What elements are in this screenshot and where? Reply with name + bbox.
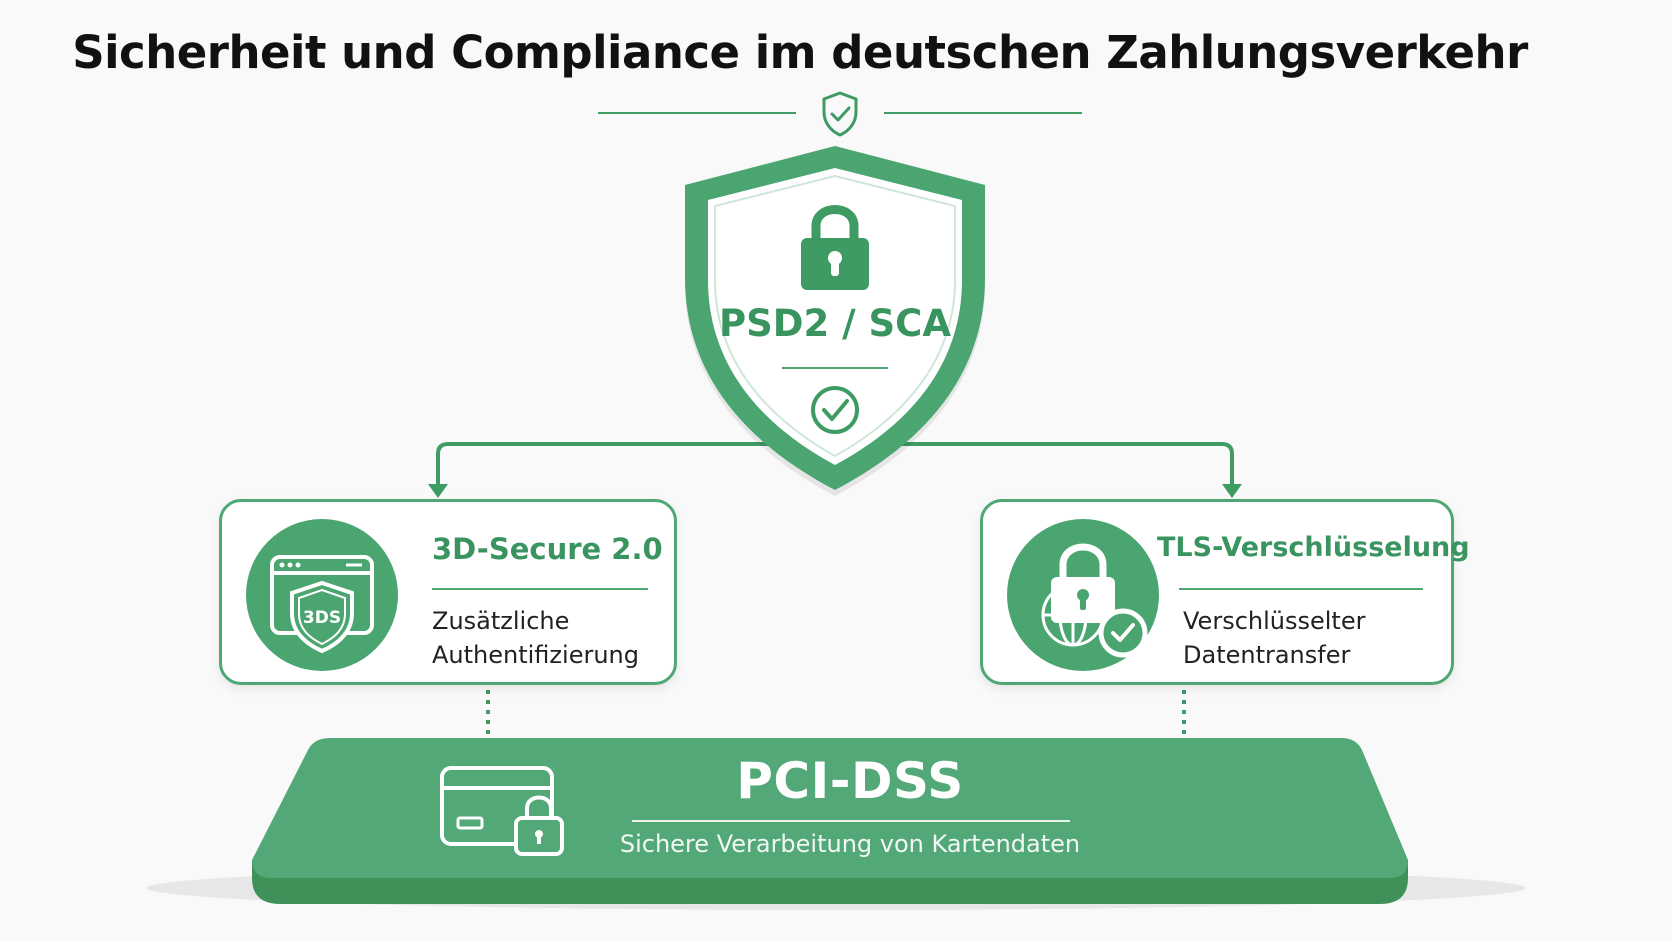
pci-dss-subtitle: Sichere Verarbeitung von Kartendaten <box>619 830 1081 858</box>
connector-lines <box>428 442 1242 738</box>
pci-dss-rule <box>632 820 1070 822</box>
padlock-icon <box>801 205 869 290</box>
card-rule <box>1179 588 1423 590</box>
card-rule <box>432 588 648 590</box>
check-circle-icon <box>811 386 859 434</box>
psd2-sca-label: PSD2 / SCA <box>719 302 951 345</box>
pci-dss-platform <box>146 738 1526 910</box>
card-desc-tls: Verschlüsselter Datentransfer <box>1183 604 1365 672</box>
card-desc-line-1: Zusätzliche <box>432 607 570 635</box>
card-desc-line-2: Datentransfer <box>1183 641 1351 669</box>
title-divider-left <box>598 112 796 114</box>
small-shield-check-icon <box>822 91 858 137</box>
card-lock-icon <box>440 766 564 856</box>
card-desc-line-2: Authentifizierung <box>432 641 639 669</box>
psd2-shield <box>685 146 985 496</box>
card-title-3d-secure: 3D-Secure 2.0 <box>432 532 663 566</box>
card-tls: TLS-Verschlüsselung Verschlüsselter Date… <box>980 499 1470 685</box>
card-desc-line-1: Verschlüsselter <box>1183 607 1366 635</box>
browser-shield-icon: 3DS <box>246 519 398 671</box>
padlock-globe-check-icon <box>1007 519 1159 671</box>
title-divider-right <box>884 112 1082 114</box>
card-title-tls: TLS-Verschlüsselung <box>1157 532 1470 563</box>
pci-dss-label: PCI-DSS <box>736 752 964 810</box>
card-3d-secure: 3DS 3D-Secure 2.0 Zusätzliche Authentifi… <box>219 499 677 685</box>
3ds-icon-text: 3DS <box>303 608 341 628</box>
page-title: Sicherheit und Compliance im deutschen Z… <box>72 26 1528 79</box>
card-desc-3d-secure: Zusätzliche Authentifizierung <box>432 604 639 672</box>
